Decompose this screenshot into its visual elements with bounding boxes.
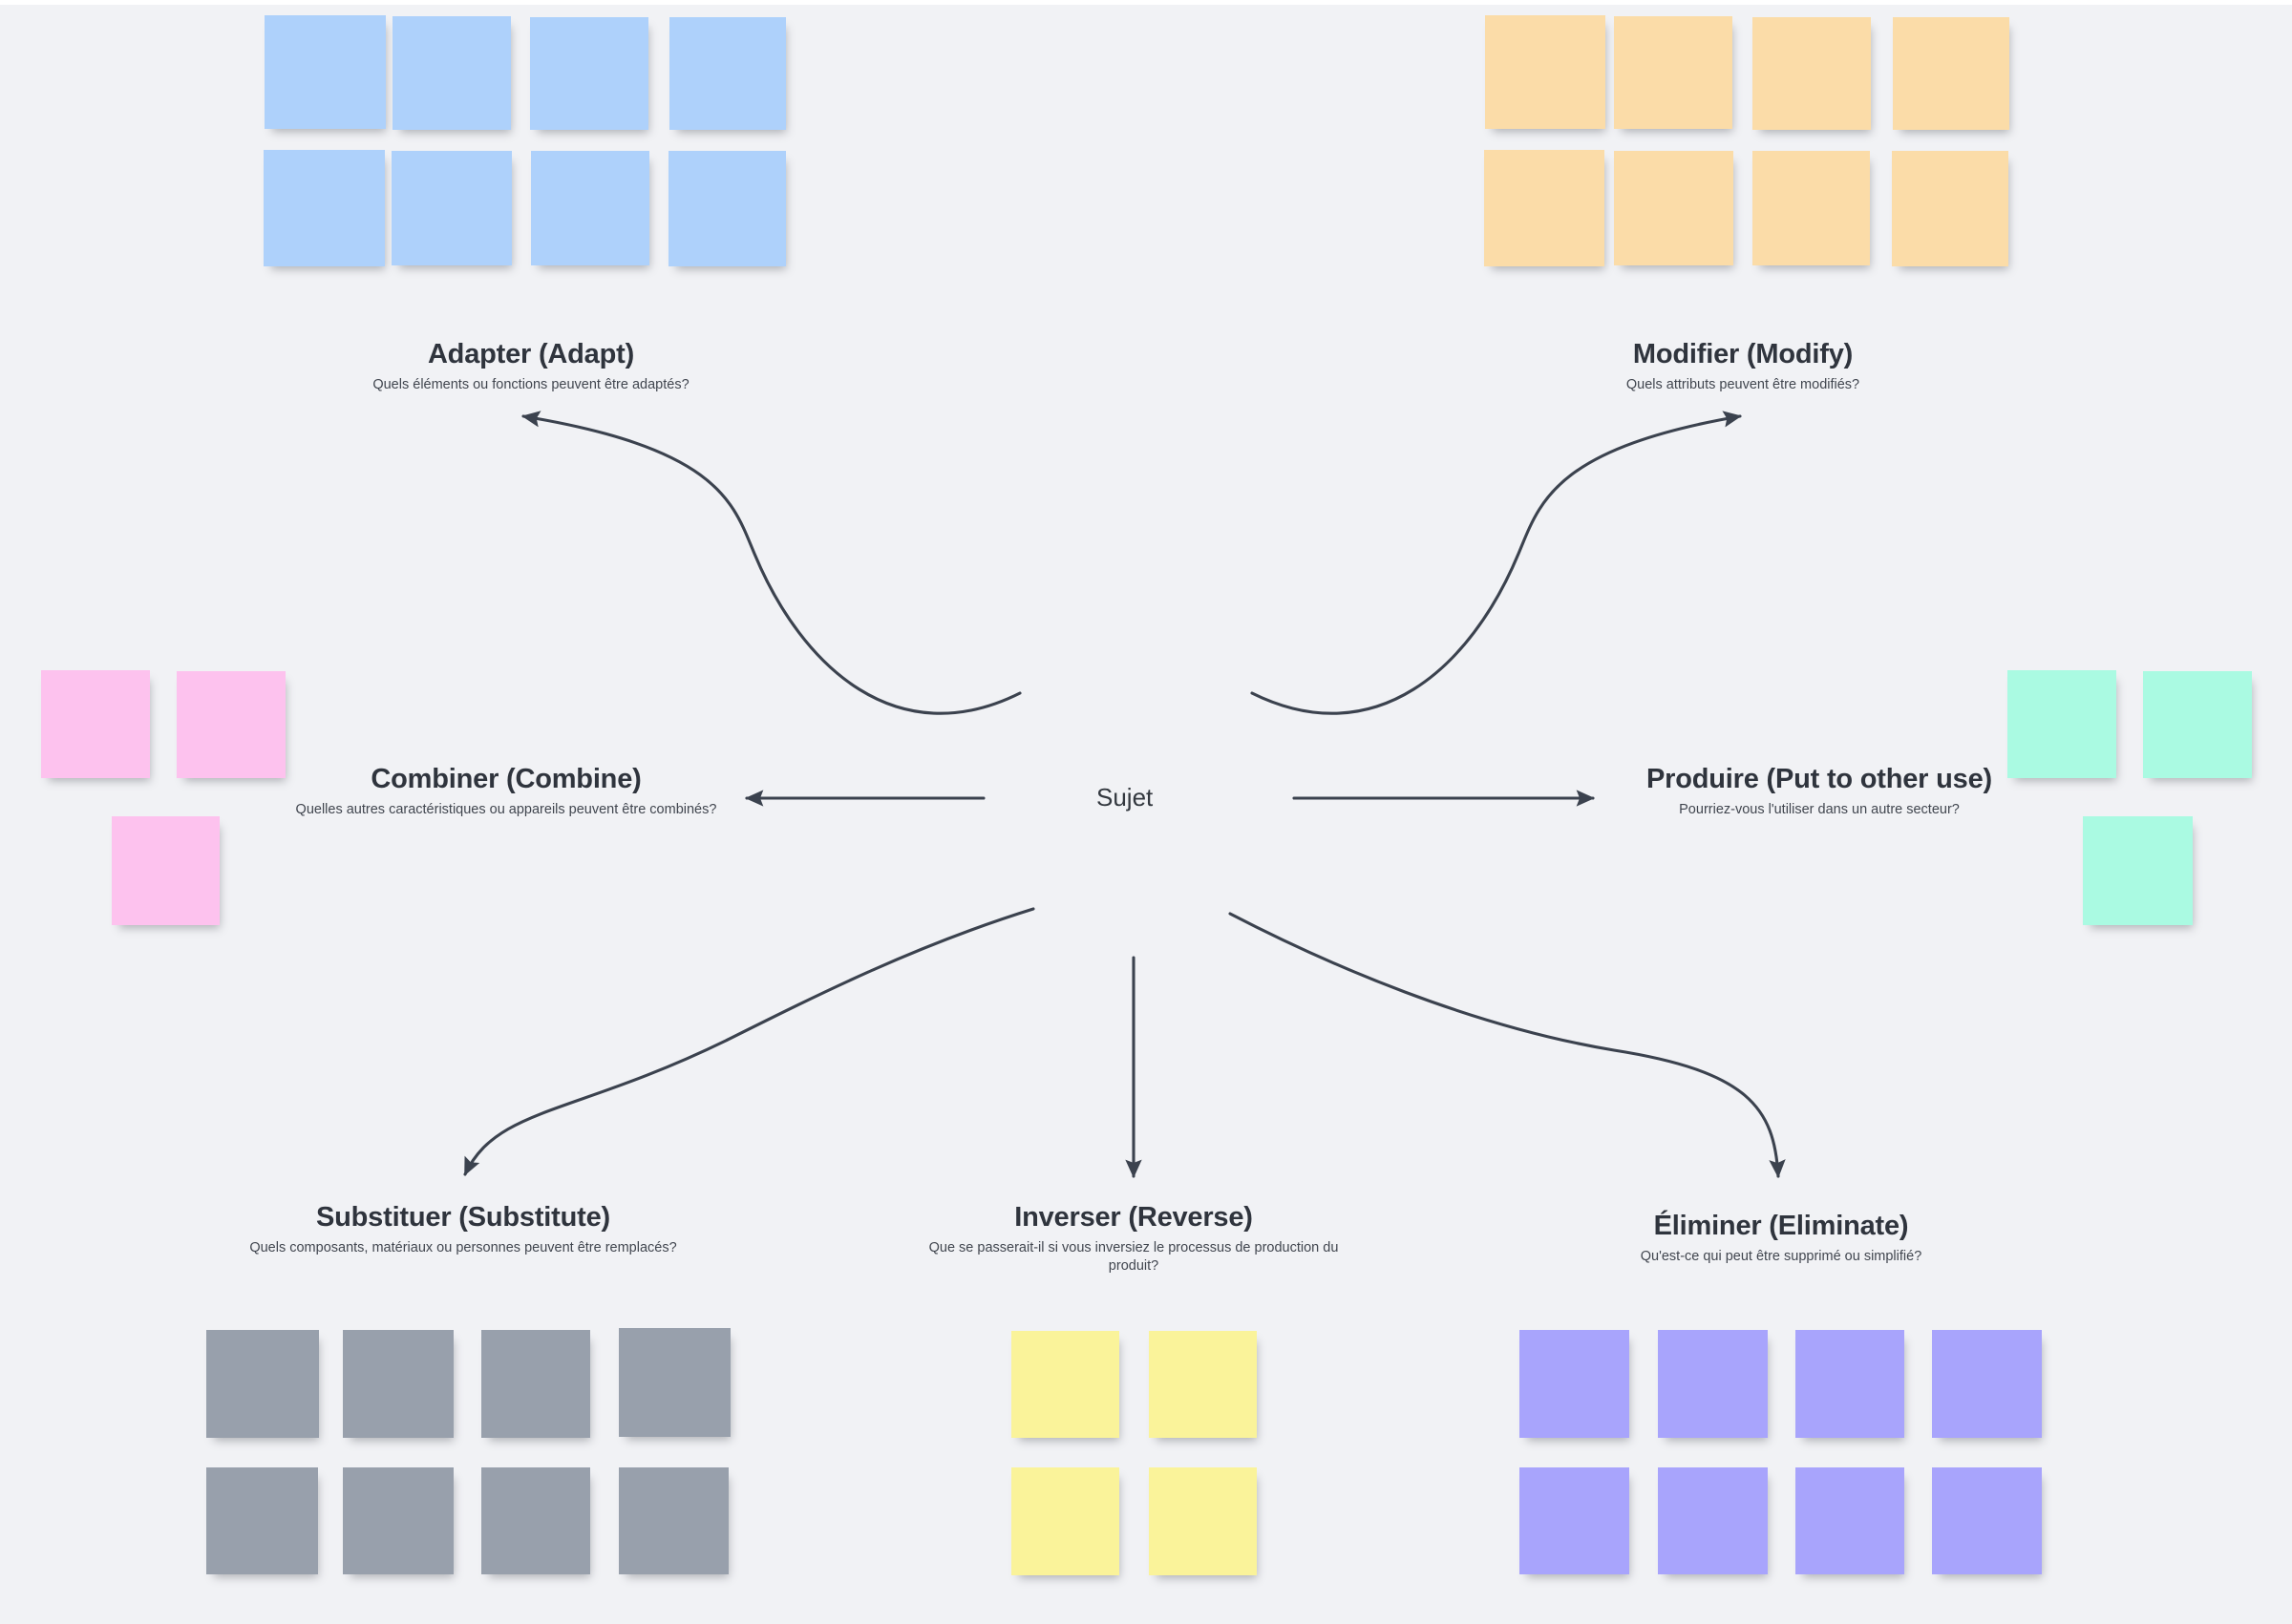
sticky-note-eliminer[interactable]: [1658, 1330, 1768, 1438]
sticky-note-modifier[interactable]: [1614, 16, 1732, 129]
sticky-note-adapter[interactable]: [393, 16, 511, 130]
sticky-note-adapter[interactable]: [669, 17, 786, 130]
sticky-note-produire[interactable]: [2143, 671, 2252, 778]
sticky-note-produire[interactable]: [2007, 670, 2116, 778]
node-inverser[interactable]: Inverser (Reverse) Que se passerait-il s…: [914, 1202, 1353, 1276]
node-substituer[interactable]: Substituer (Substitute) Quels composants…: [244, 1202, 683, 1257]
sticky-note-substituer[interactable]: [481, 1467, 590, 1574]
sticky-note-substituer[interactable]: [619, 1467, 729, 1574]
sticky-note-produire[interactable]: [2083, 816, 2193, 925]
node-produire[interactable]: Produire (Put to other use) Pourriez-vou…: [1600, 764, 2039, 819]
sticky-note-modifier[interactable]: [1752, 151, 1870, 265]
sticky-note-modifier[interactable]: [1484, 150, 1604, 266]
node-combiner-title: Combiner (Combine): [371, 764, 642, 794]
node-inverser-title: Inverser (Reverse): [1014, 1202, 1253, 1233]
node-modifier[interactable]: Modifier (Modify) Quels attributs peuven…: [1495, 339, 1991, 394]
sticky-note-eliminer[interactable]: [1932, 1330, 2042, 1438]
node-eliminer[interactable]: Éliminer (Eliminate) Qu'est-ce qui peut …: [1561, 1211, 2001, 1266]
node-produire-subtitle: Pourriez-vous l'utiliser dans un autre s…: [1679, 802, 1960, 818]
node-produire-title: Produire (Put to other use): [1646, 764, 1992, 794]
sticky-note-eliminer[interactable]: [1795, 1467, 1904, 1574]
sticky-note-combiner[interactable]: [177, 671, 286, 778]
sticky-note-inverser[interactable]: [1149, 1331, 1257, 1438]
node-combiner-subtitle: Quelles autres caractéristiques ou appar…: [295, 802, 717, 818]
sticky-note-substituer[interactable]: [206, 1467, 318, 1574]
node-substituer-subtitle: Quels composants, matériaux ou personnes…: [249, 1240, 677, 1256]
sticky-note-substituer[interactable]: [343, 1330, 454, 1438]
sticky-note-modifier[interactable]: [1485, 15, 1605, 129]
arrow-to-eliminer: [1228, 912, 1786, 1178]
arrow-to-adapter: [521, 411, 1022, 715]
node-adapter-subtitle: Quels éléments ou fonctions peuvent être…: [372, 377, 690, 393]
node-eliminer-title: Éliminer (Eliminate): [1653, 1211, 1909, 1241]
node-combiner[interactable]: Combiner (Combine) Quelles autres caract…: [286, 764, 726, 819]
sticky-note-combiner[interactable]: [41, 670, 150, 778]
sticky-note-eliminer[interactable]: [1519, 1330, 1629, 1438]
arrow-to-substituer: [463, 907, 1035, 1176]
sticky-note-modifier[interactable]: [1614, 151, 1733, 265]
sticky-note-adapter[interactable]: [392, 151, 512, 265]
sticky-note-adapter[interactable]: [668, 151, 786, 266]
sticky-note-inverser[interactable]: [1149, 1467, 1257, 1575]
node-substituer-title: Substituer (Substitute): [316, 1202, 610, 1233]
sticky-note-adapter[interactable]: [264, 150, 385, 266]
node-adapter[interactable]: Adapter (Adapt) Quels éléments ou foncti…: [283, 339, 779, 394]
sticky-note-modifier[interactable]: [1893, 17, 2009, 130]
node-eliminer-subtitle: Qu'est-ce qui peut être supprimé ou simp…: [1640, 1249, 1922, 1265]
sticky-note-eliminer[interactable]: [1795, 1330, 1904, 1438]
center-node-subject[interactable]: Sujet: [1096, 783, 1154, 812]
sticky-note-adapter[interactable]: [531, 151, 649, 265]
sticky-note-eliminer[interactable]: [1519, 1467, 1629, 1574]
sticky-note-substituer[interactable]: [481, 1330, 590, 1438]
sticky-note-eliminer[interactable]: [1658, 1467, 1768, 1574]
node-modifier-title: Modifier (Modify): [1632, 339, 1854, 369]
sticky-note-adapter[interactable]: [265, 15, 386, 129]
sticky-note-modifier[interactable]: [1892, 151, 2008, 266]
sticky-note-modifier[interactable]: [1752, 17, 1871, 130]
sticky-note-substituer[interactable]: [206, 1330, 319, 1438]
node-modifier-subtitle: Quels attributs peuvent être modifiés?: [1625, 377, 1860, 393]
sticky-note-inverser[interactable]: [1011, 1467, 1119, 1575]
sticky-note-eliminer[interactable]: [1932, 1467, 2042, 1574]
sticky-note-adapter[interactable]: [530, 17, 648, 130]
node-adapter-title: Adapter (Adapt): [427, 339, 635, 369]
sticky-note-substituer[interactable]: [619, 1328, 731, 1437]
sticky-note-inverser[interactable]: [1011, 1331, 1119, 1438]
arrow-to-modifier: [1250, 411, 1742, 715]
sticky-note-combiner[interactable]: [112, 816, 220, 925]
node-inverser-subtitle: Que se passerait-il si vous inversiez le…: [928, 1240, 1339, 1275]
sticky-note-substituer[interactable]: [343, 1467, 454, 1574]
canvas-top-edge: [0, 0, 2292, 5]
